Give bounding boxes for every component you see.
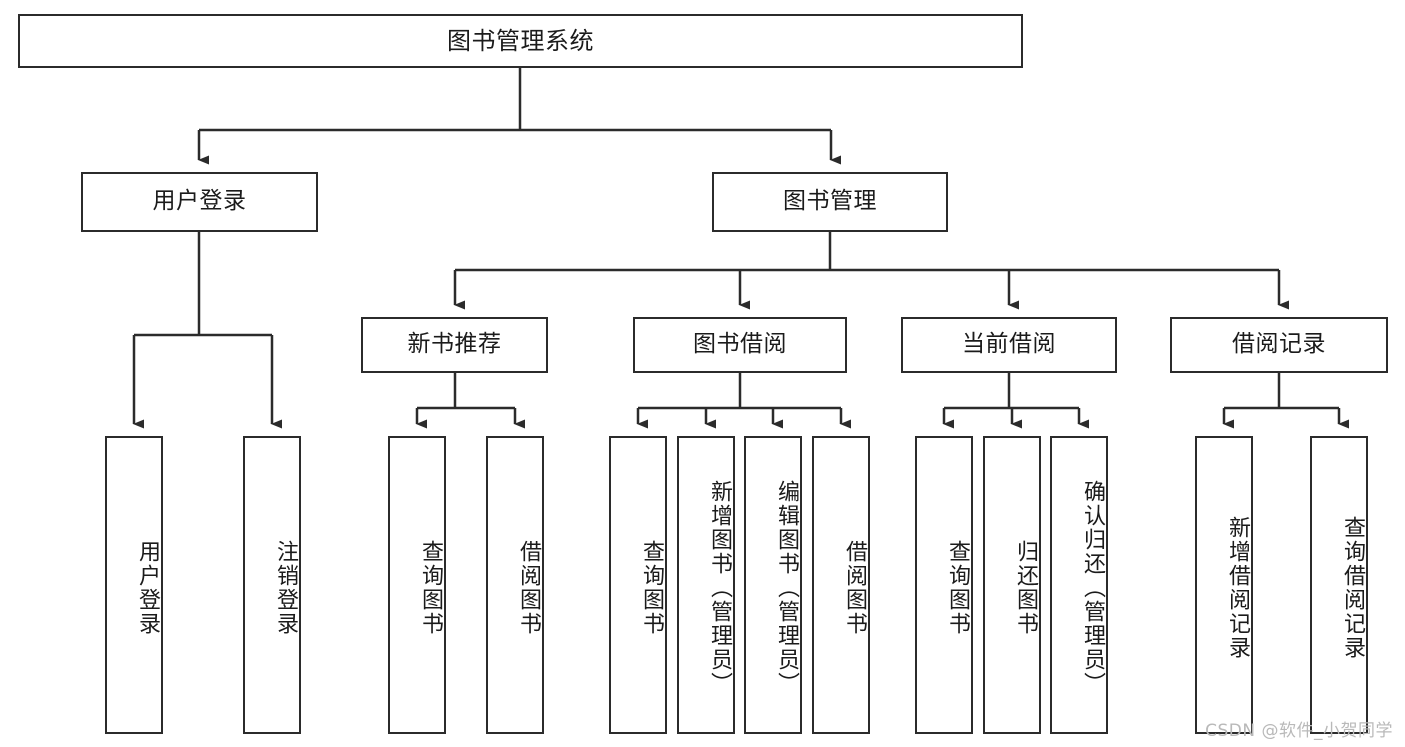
leaf-edit-book[interactable]: 编辑图书（管理员） xyxy=(744,436,802,734)
node-user-login-label: 用户登录 xyxy=(152,188,247,215)
leaf-user-login-label: 用户登录 xyxy=(135,540,160,636)
leaf-logout[interactable]: 注销登录 xyxy=(243,436,301,734)
leaf-query-book-1-label: 查询图书 xyxy=(418,540,443,636)
leaf-add-record-label: 新增借阅记录 xyxy=(1225,516,1250,660)
leaf-user-login[interactable]: 用户登录 xyxy=(105,436,163,734)
leaf-logout-label: 注销登录 xyxy=(273,540,298,636)
node-book-management[interactable]: 图书管理 xyxy=(712,172,948,232)
leaf-borrow-book-1-label: 借阅图书 xyxy=(516,540,541,636)
leaf-query-book-2[interactable]: 查询图书 xyxy=(609,436,667,734)
node-user-login[interactable]: 用户登录 xyxy=(81,172,318,232)
leaf-query-record-label: 查询借阅记录 xyxy=(1340,516,1365,660)
leaf-confirm-return[interactable]: 确认归还（管理员） xyxy=(1050,436,1108,734)
node-current-borrow[interactable]: 当前借阅 xyxy=(901,317,1117,373)
leaf-query-book-3[interactable]: 查询图书 xyxy=(915,436,973,734)
leaf-query-book-1[interactable]: 查询图书 xyxy=(388,436,446,734)
watermark: CSDN @软件_小贺同学 xyxy=(1205,721,1393,741)
leaf-add-record[interactable]: 新增借阅记录 xyxy=(1195,436,1253,734)
leaf-borrow-book-2[interactable]: 借阅图书 xyxy=(812,436,870,734)
leaf-query-book-3-label: 查询图书 xyxy=(945,540,970,636)
node-new-book-recommend[interactable]: 新书推荐 xyxy=(361,317,548,373)
leaf-query-record[interactable]: 查询借阅记录 xyxy=(1310,436,1368,734)
leaf-confirm-return-label: 确认归还（管理员） xyxy=(1080,480,1105,696)
node-current-borrow-label: 当前借阅 xyxy=(962,331,1056,358)
node-root[interactable]: 图书管理系统 xyxy=(18,14,1023,68)
leaf-borrow-book-1[interactable]: 借阅图书 xyxy=(486,436,544,734)
leaf-query-book-2-label: 查询图书 xyxy=(639,540,664,636)
node-book-borrow[interactable]: 图书借阅 xyxy=(633,317,847,373)
leaf-edit-book-label: 编辑图书（管理员） xyxy=(774,480,799,696)
leaf-borrow-book-2-label: 借阅图书 xyxy=(842,540,867,636)
leaf-return-book[interactable]: 归还图书 xyxy=(983,436,1041,734)
node-book-borrow-label: 图书借阅 xyxy=(693,331,787,358)
leaf-add-book-label: 新增图书（管理员） xyxy=(707,480,732,696)
node-new-book-recommend-label: 新书推荐 xyxy=(407,331,502,358)
node-borrow-record[interactable]: 借阅记录 xyxy=(1170,317,1388,373)
leaf-return-book-label: 归还图书 xyxy=(1013,540,1038,636)
node-borrow-record-label: 借阅记录 xyxy=(1232,331,1326,358)
node-root-label: 图书管理系统 xyxy=(447,26,594,55)
leaf-add-book[interactable]: 新增图书（管理员） xyxy=(677,436,735,734)
node-book-management-label: 图书管理 xyxy=(783,188,877,215)
